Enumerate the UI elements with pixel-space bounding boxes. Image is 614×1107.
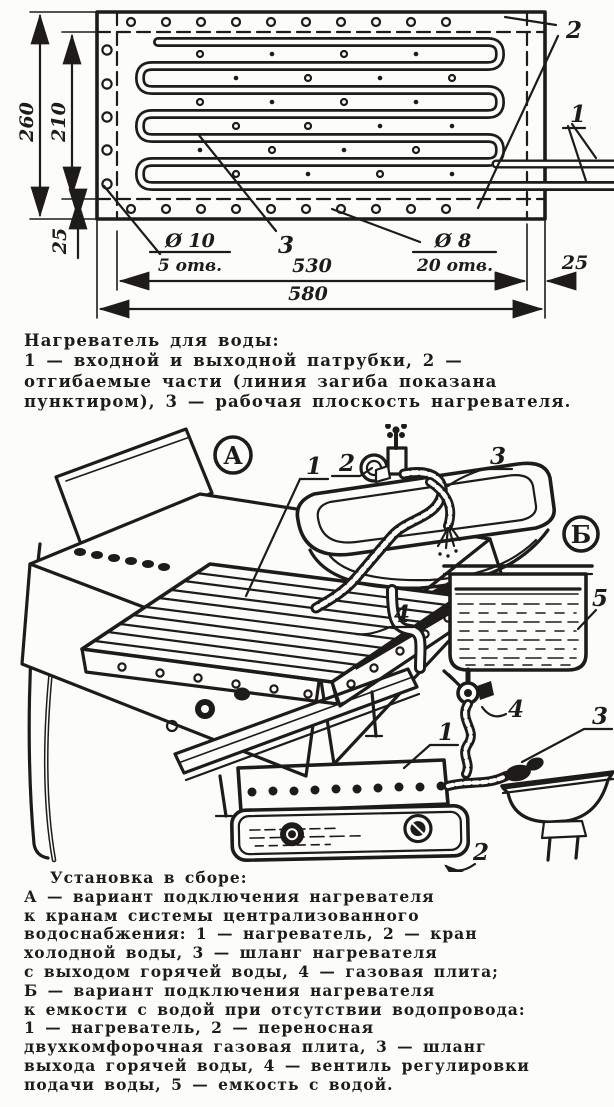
heater-rib-band-front [80,647,340,706]
hole-small-count-label: 20 отв. [416,256,493,276]
assembly-caption-line: Б — вариант подключения нагревателя [24,980,436,1000]
assembly-caption-line: двухкомфорочная газовая плита, 3 — шланг [24,1037,487,1057]
dim-flange-right-label: 25 [561,252,588,274]
hole-large-diameter-label: Ø 10 [164,230,215,252]
assembly-caption-line: А — вариант подключения нагревателя [24,886,435,906]
callout-folds: 2 [565,17,582,44]
serpentine-tube [135,37,614,191]
hose-water-stream [436,524,462,550]
variant-b-letter: Б [571,520,592,549]
regulating-valve [442,667,494,705]
heater-on-portable-stove [236,758,450,814]
heater-caption-line: 1 — входной и выходной патрубки, 2 — [24,351,463,371]
dim-inner-width-label: 530 [292,255,332,277]
assembly-caption-line: подачи воды, 5 — емкость с водой. [24,1074,394,1094]
callout-b-valve: 4 [508,696,524,723]
assembly-caption-line: водоснабжения: 1 — нагреватель, 2 — кран [24,924,478,944]
assembly-caption-line: к емкости с водой при отсутствии водопро… [24,999,526,1019]
callout-b-hose: 3 [592,703,608,730]
assembly-caption-line: выхода горячей воды, 4 — вентиль регулир… [24,1055,530,1075]
portable-gas-stove [230,804,471,862]
stove-lid [54,427,214,549]
heater-caption-line: пунктиром), 3 — рабочая плоскость нагрев… [24,392,572,412]
assembly-illustration: А 1 2 3 4 [20,424,614,872]
callout-b-stove: 2 [472,839,489,866]
assembly-caption-line: холодной воды, 3 — шланг нагревателя [24,943,438,963]
assembly-caption-line: 1 — нагреватель, 2 — переносная [24,1018,375,1038]
hole-specs: Ø 10 5 отв. Ø 8 20 отв. [102,184,498,276]
hole-large-count-label: 5 отв. [158,256,222,276]
hole-small-diameter-label: Ø 8 [434,230,471,252]
dim-inner-height-label: 210 [48,102,70,143]
weld-dots [195,49,457,179]
callout-a-heater: 1 [306,453,322,480]
callout-pipes: 1 [570,101,586,128]
callout-a-hose: 3 [490,443,506,470]
variant-a-scene: А 1 2 3 4 [20,424,556,863]
callout-a-stove: 4 [394,601,410,628]
heater-caption-title: Нагреватель для воды: [24,331,280,350]
dim-overall-width-label: 580 [288,283,328,305]
assembly-caption-line: с выходом горячей воды, 4 — газовая плит… [24,961,499,981]
variant-b-callouts: 1 2 3 [402,703,614,872]
callout-a-tap: 2 [338,450,355,477]
flange-holes-bottom [125,203,452,215]
tap-cross-handle [385,424,407,438]
variant-a-callouts: 1 2 3 4 [244,443,514,636]
assembly-caption-title: Установка в сборе: [50,868,248,887]
dim-flange-left-label: 25 [49,228,71,255]
heater-caption: Нагреватель для воды: 1 — входной и выхо… [24,331,572,413]
hose-coupling [505,764,531,782]
dim-overall-height-label: 260 [16,102,38,143]
assembly-caption: Установка в сборе: А — вариант подключен… [24,868,530,1095]
variant-a-circle [213,435,253,475]
assembly-caption-line: к кранам системы централизованного [24,905,420,925]
heater-plate [95,10,614,221]
heater-caption-line: отгибаемые части (линия загиба показана [24,371,498,391]
variant-b-circle [562,515,600,553]
flange-holes-top [125,16,452,28]
callout-b-heater: 1 [438,719,454,746]
callout-b-tank: 5 [592,585,608,612]
callout-surface: 3 [278,232,294,259]
dimensions: 260 210 25 530 580 25 [16,11,588,319]
wash-bowl [500,770,614,862]
heater-on-stove [80,562,470,708]
cold-water-tap [359,424,408,484]
burner-valve-dots [74,548,170,571]
variant-b-scene: 5 4 [230,515,614,872]
water-hatching [457,603,579,666]
water-tank [442,564,594,672]
heater-serpentine-hatch [93,571,449,675]
heater-technical-drawing: 260 210 25 530 580 25 Ø 10 5 отв. Ø 8 20… [16,10,614,319]
variant-a-letter: А [223,441,243,470]
drawing-callouts: 2 1 3 [196,15,598,259]
